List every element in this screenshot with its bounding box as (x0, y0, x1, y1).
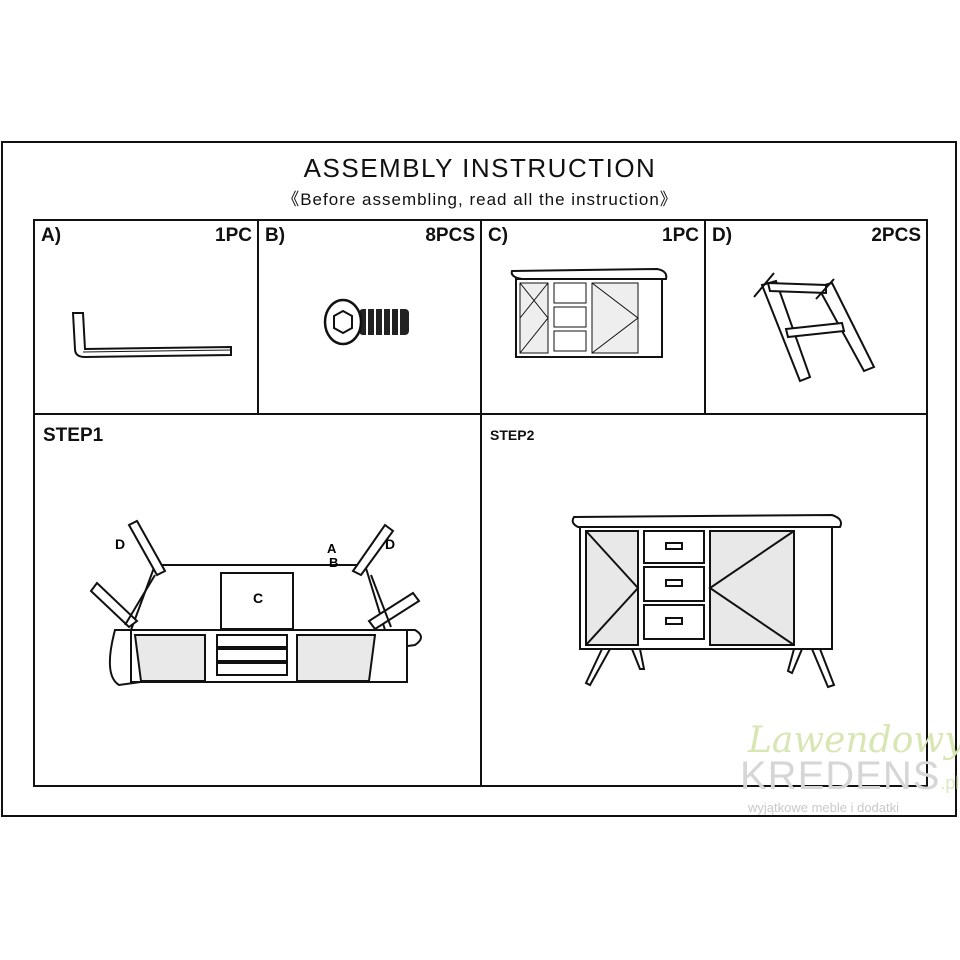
part-d-cell: D) 2PCS (704, 219, 928, 415)
step1-cell: STEP1 D D A B C (33, 413, 482, 787)
callout-d-left: D (115, 536, 125, 552)
step2-illustration (571, 513, 842, 689)
callout-d-right: D (385, 536, 395, 552)
instruction-sheet (1, 141, 957, 817)
watermark-brand-text: KREDENS (740, 754, 941, 798)
part-label: B) (265, 225, 286, 246)
sideboard-icon (510, 267, 668, 358)
watermark-script: Lawendowy (748, 720, 960, 761)
watermark-tld: .pl (940, 773, 960, 793)
callout-b: B (329, 555, 338, 570)
watermark-logo: Lawendowy KREDENS.pl wyjątkowe meble i d… (740, 720, 960, 820)
part-c-cell: C) 1PC (480, 219, 706, 415)
hex-key-icon (71, 312, 232, 359)
part-label: C) (488, 225, 509, 246)
step-label: STEP1 (43, 425, 104, 446)
step1-illustration: D D A B C (89, 519, 422, 687)
bolt-icon (323, 298, 409, 346)
part-quantity: 1PC (662, 225, 699, 246)
callout-a: A (327, 541, 337, 556)
page-subtitle: 《Before assembling, read all the instruc… (282, 190, 678, 209)
watermark-brand: KREDENS.pl (740, 754, 959, 799)
part-label: A) (41, 225, 62, 246)
part-quantity: 2PCS (871, 225, 921, 246)
page-title: ASSEMBLY INSTRUCTION (303, 153, 657, 183)
step2-cell: STEP2 (480, 413, 928, 787)
callout-c: C (253, 590, 263, 606)
part-quantity: 1PC (215, 225, 252, 246)
part-quantity: 8PCS (425, 225, 475, 246)
part-a-cell: A) 1PC (33, 219, 259, 415)
part-label: D) (712, 225, 733, 246)
leg-frame-icon (753, 272, 876, 383)
part-b-cell: B) 8PCS (257, 219, 482, 415)
step-label: STEP2 (490, 427, 535, 443)
watermark-tagline: wyjątkowe meble i dodatki (748, 800, 900, 815)
